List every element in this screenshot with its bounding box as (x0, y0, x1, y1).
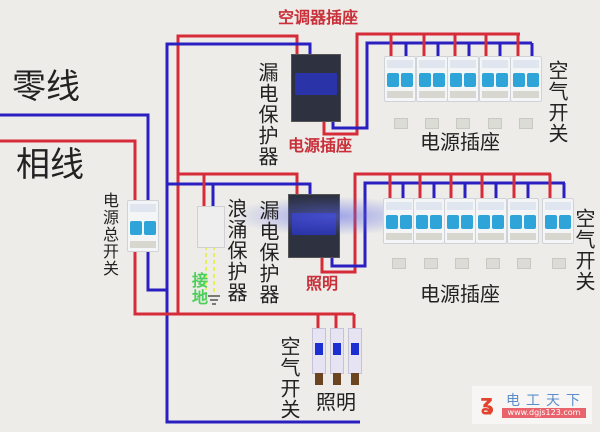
power-sockets-top-label: 电源插座 (420, 130, 500, 154)
surge-protector-label: 浪涌保护器 (224, 198, 248, 303)
socket-icon (517, 258, 531, 269)
air-switch (542, 198, 574, 244)
air-switch-bottom-label: 空气开关 (277, 336, 301, 420)
top-leakage-protector (291, 54, 341, 122)
socket-icon (552, 258, 566, 269)
power-socket-red-label: 电源插座 (288, 136, 353, 155)
main-switch-label: 电源总开关 (100, 192, 119, 277)
neutral-line-label: 零线 (12, 67, 80, 107)
mid-neutral-feed (167, 182, 312, 194)
air-switch (383, 198, 415, 244)
socket-icon (488, 118, 502, 129)
air-switch-top-label: 空气开关 (545, 60, 569, 144)
socket-icon (424, 258, 438, 269)
air-switch (479, 56, 511, 102)
power-sockets-middle-label: 电源插座 (420, 282, 500, 306)
surge-protector (197, 206, 225, 248)
main-power-switch (127, 200, 159, 252)
top-row-taps (389, 34, 534, 56)
air-switch (510, 56, 542, 102)
watermark-name: 电工天下 (506, 393, 586, 409)
neutral-input-wire (0, 113, 150, 200)
socket-icon (486, 258, 500, 269)
socket-icon (455, 258, 469, 269)
socket-icon (519, 118, 533, 129)
air-switch (413, 198, 445, 244)
socket-icon (456, 118, 470, 129)
socket-icon (394, 118, 408, 129)
socket-icon (392, 258, 406, 269)
top-rcd-neutral-out (331, 41, 532, 130)
air-switch (416, 56, 448, 102)
lighting-red-label: 照明 (306, 274, 339, 293)
air-switch-middle-label: 空气开关 (572, 208, 596, 292)
top-rcd-label: 漏电保护器 (255, 62, 279, 167)
phase-line-label: 相线 (16, 145, 84, 185)
air-switch (384, 56, 416, 102)
lighting-bottom-label: 照明 (316, 390, 356, 414)
socket-icon (425, 118, 439, 129)
top-rcd-phase-out (322, 32, 520, 136)
ac-socket-label: 空调器插座 (278, 8, 359, 27)
lighting-breaker (312, 328, 326, 385)
lighting-breaker (330, 328, 344, 385)
ground-label: 接地 (189, 272, 208, 306)
air-switch (507, 198, 539, 244)
middle-rcd-label: 漏电保护器 (256, 200, 280, 305)
neutral-bottom-wire (165, 290, 360, 424)
phase-input-wire (0, 139, 137, 200)
main-neutral-out (146, 42, 312, 292)
watermark: ʓ 电工天下 www.dgjs123.com (472, 386, 592, 424)
middle-row-taps (388, 174, 566, 198)
watermark-url: www.dgjs123.com (502, 408, 586, 418)
air-switch (475, 198, 507, 244)
lighting-breaker (348, 328, 362, 385)
dgtx-logo-icon: ʓ (479, 391, 495, 416)
mid-rcd-neutral-out (330, 181, 565, 268)
mid-phase-feed (178, 172, 299, 194)
air-switch (444, 198, 476, 244)
air-switch (447, 56, 479, 102)
